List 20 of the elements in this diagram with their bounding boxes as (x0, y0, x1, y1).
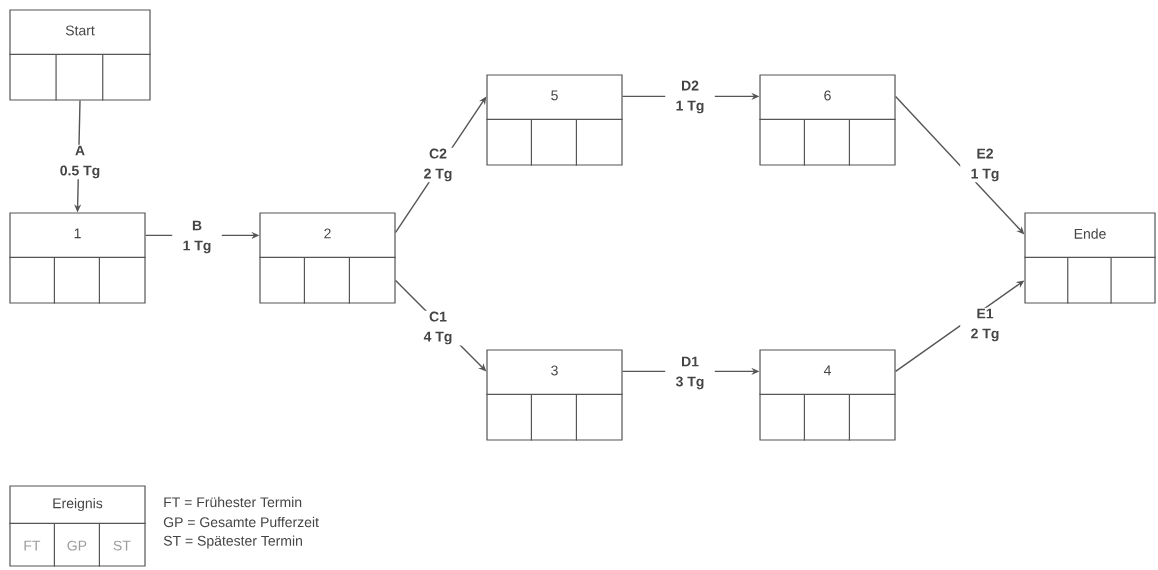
edge-label: E1 2 Tg (960, 307, 1010, 343)
event-box: 3 (485, 349, 624, 442)
event-box: 1 (8, 212, 147, 305)
edge-label: D1 3 Tg (665, 355, 715, 391)
edge-label: A 0.5 Tg (55, 144, 105, 180)
edge-label: B 1 Tg (172, 219, 222, 255)
definition-text: FT = Frühester Termin (164, 496, 302, 508)
legend-event-box: Ereignis FT GP ST (8, 485, 147, 568)
event-box: Start (8, 9, 152, 102)
definition-text: ST = Spätester Termin (163, 535, 302, 549)
edge-label: C1 4 Tg (413, 310, 463, 346)
event-box: 2 (258, 212, 397, 305)
edge-label: D2 1 Tg (665, 79, 715, 115)
edge-label: C2 2 Tg (413, 147, 463, 183)
event-box: Ende (1023, 212, 1157, 305)
event-box: 6 (758, 74, 897, 167)
event-box: 4 (758, 349, 897, 442)
event-box: 5 (485, 74, 624, 167)
definition-text: GP = Gesamte Pufferzeit (163, 516, 319, 528)
edge-label: E2 1 Tg (960, 147, 1010, 183)
